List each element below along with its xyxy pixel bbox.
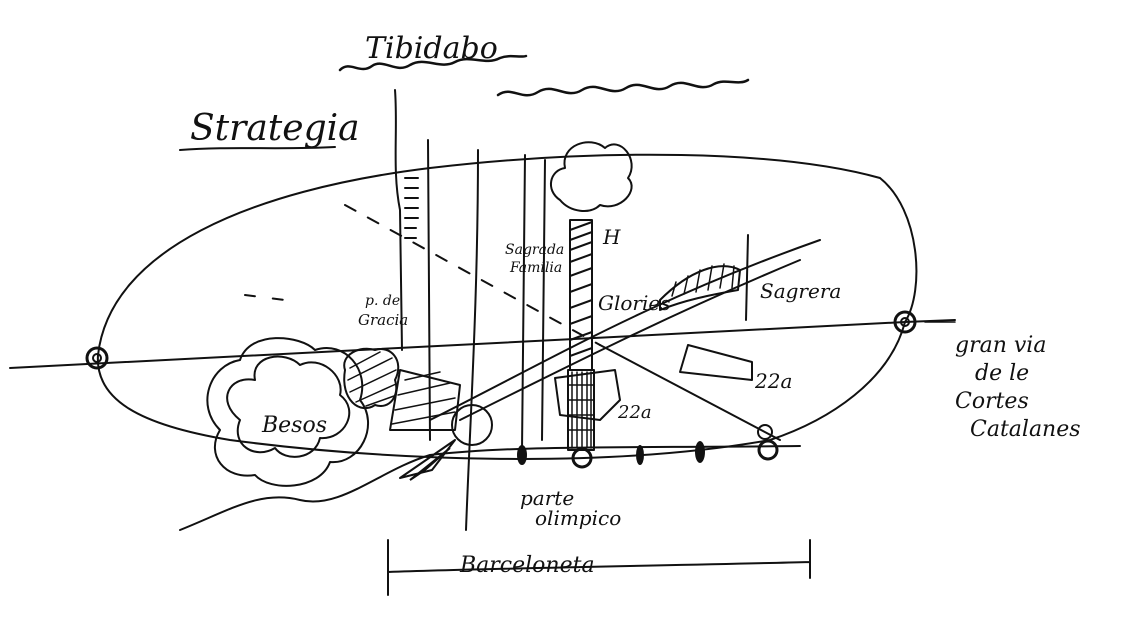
street-line-2 — [427, 139, 431, 441]
hatched-block-lines — [391, 371, 456, 425]
besos-cloud — [226, 355, 351, 458]
street-line-6 — [745, 234, 749, 321]
coast-stations — [517, 424, 779, 469]
hatch-ticks — [404, 177, 419, 239]
label-22a-center: 22a — [617, 402, 652, 423]
cloud-shape — [550, 141, 633, 212]
diagonal-line-3 — [599, 344, 781, 441]
diagonal-line-2 — [459, 259, 801, 421]
tibidabo-ridge — [338, 54, 528, 72]
box-22a-center — [554, 369, 621, 421]
label-parc-1: parte — [520, 486, 574, 510]
street-line-3 — [465, 149, 479, 531]
label-gran-via-4: Catalanes — [970, 417, 1081, 442]
label-parc-2: olimpico — [535, 506, 621, 530]
main-axis — [9, 319, 956, 369]
dashed-short — [244, 294, 301, 303]
hatched-block — [389, 369, 461, 431]
mountain-wave — [496, 78, 750, 97]
coastline — [179, 445, 801, 531]
label-sagrera: Sagrera — [760, 279, 841, 303]
center-circle — [451, 404, 493, 446]
label-tibidabo: Tibidabo — [365, 31, 498, 66]
street-line-5 — [541, 159, 546, 441]
label-p-gracia-2: Gracia — [358, 311, 408, 329]
tower-crosshatch — [567, 371, 595, 449]
glories-hatch — [671, 263, 735, 297]
label-barceloneta: Barceloneta — [459, 553, 595, 578]
sagrada-hatch — [569, 221, 593, 357]
axis-end-left — [85, 346, 109, 370]
axis-end-right — [893, 310, 917, 334]
box-22a-right — [679, 344, 753, 381]
diagonal-line-1 — [429, 239, 821, 421]
street-line-1 — [394, 89, 403, 351]
label-sagrada-1: Sagrada — [505, 242, 564, 258]
shaded-blob-hatch — [347, 351, 397, 407]
street-line-4 — [521, 154, 526, 451]
label-besos: Besos — [261, 413, 327, 438]
label-glories: Glories — [598, 291, 670, 315]
dashed-diagonal — [344, 204, 601, 346]
barceloneta-bracket — [387, 539, 811, 596]
label-sagrada-2: Familia — [509, 260, 562, 276]
shaded-blob — [343, 347, 400, 410]
label-gran-via-1: gran via — [955, 333, 1046, 358]
arrow-wedge-outline — [399, 439, 456, 479]
city-ellipse — [96, 153, 918, 460]
label-gran-via-3: Cortes — [955, 389, 1029, 414]
label-strategia: Strategia — [190, 108, 360, 149]
label-22a-right: 22a — [754, 369, 792, 393]
label-h: H — [602, 225, 621, 249]
strategia-underline — [179, 146, 336, 151]
label-gran-via-2: de le — [975, 361, 1029, 386]
label-p-gracia-1: p. de — [365, 293, 400, 309]
